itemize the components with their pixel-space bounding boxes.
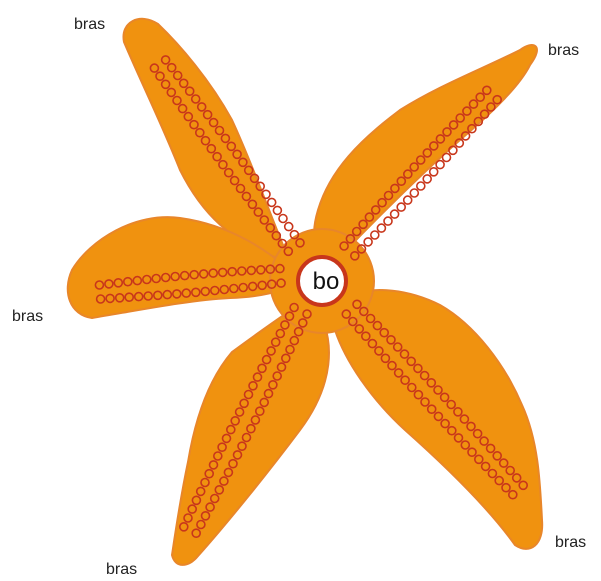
tube-foot [285, 223, 293, 231]
tube-foot [364, 238, 372, 246]
tube-foot [443, 154, 451, 162]
tube-foot [423, 175, 431, 183]
mouth-label: bo [296, 262, 356, 302]
tube-foot [397, 203, 405, 211]
tube-foot [273, 206, 281, 214]
arm-top-right [314, 45, 537, 262]
tube-foot [410, 189, 418, 197]
tube-foot [417, 182, 425, 190]
tube-foot [279, 215, 287, 223]
tube-foot [436, 161, 444, 169]
arm-label-left: bras [12, 309, 43, 325]
arm-label-bottom-right: bras [555, 535, 586, 551]
tube-foot [384, 217, 392, 225]
tube-foot [377, 224, 385, 232]
arm-bottom-right [333, 290, 543, 549]
tube-foot [404, 196, 412, 204]
tube-foot [430, 168, 438, 176]
arm-label-top-right: bras [548, 43, 579, 59]
tube-foot [371, 231, 379, 239]
arm-label-top-left: bras [74, 17, 105, 33]
tube-foot [268, 198, 276, 206]
tube-foot [391, 210, 399, 218]
arm-label-bottom-left: bras [106, 562, 137, 578]
arm-bottom-left [172, 298, 329, 565]
